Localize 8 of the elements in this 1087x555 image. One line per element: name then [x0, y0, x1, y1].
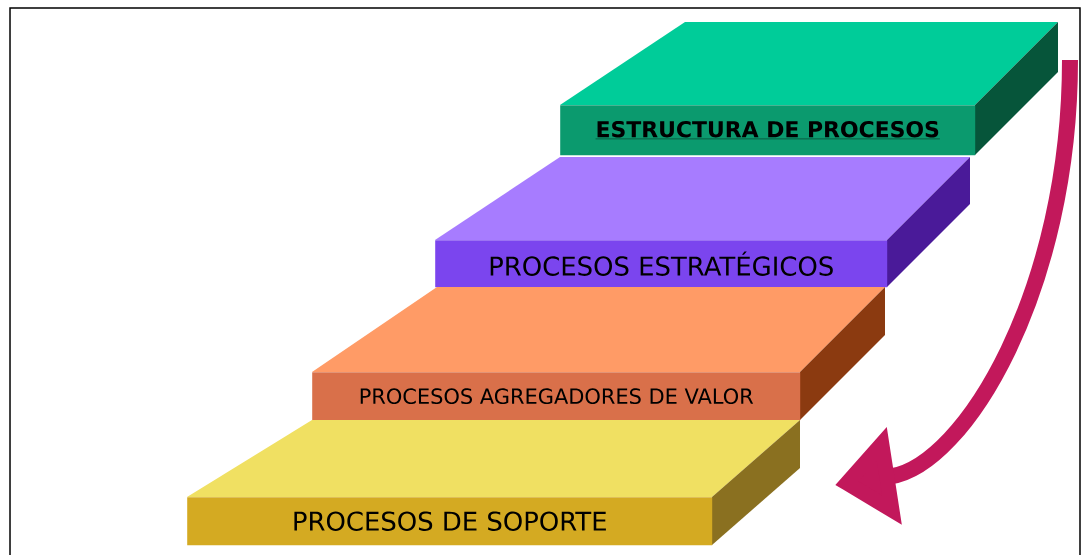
node-label: PROCESOS ESTRATÉGICOS: [490, 251, 833, 276]
step-block: PROCESOS DE SOPORTE: [187, 420, 800, 546]
node-label: ESTRUCTURA DE PROCESOS: [597, 120, 939, 138]
step-block: ESTRUCTURA DE PROCESOS: [560, 22, 1058, 156]
node-label: PROCESOS AGREGADORES DE VALOR: [360, 388, 754, 405]
step-block: PROCESOS ESTRATÉGICOS: [435, 157, 970, 288]
step-block: PROCESOS AGREGADORES DE VALOR: [312, 287, 885, 421]
node-label: PROCESOS DE SOPORTE: [294, 511, 606, 531]
